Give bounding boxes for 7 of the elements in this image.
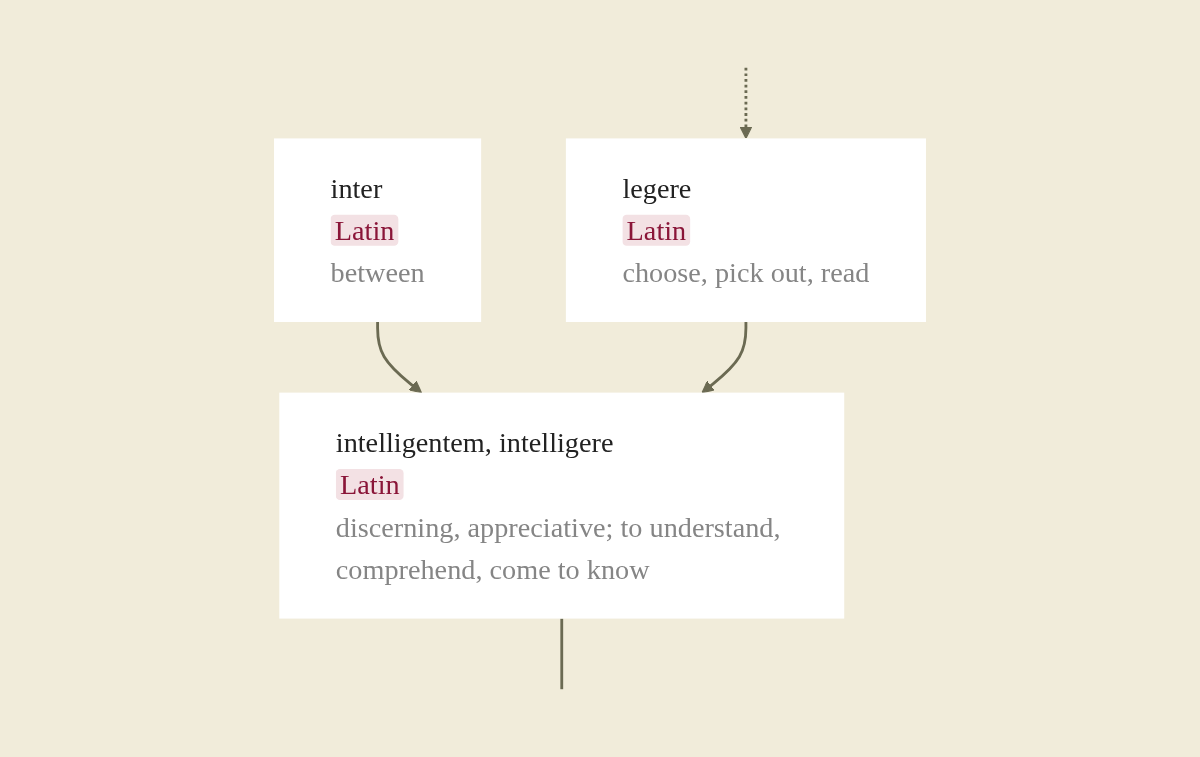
arrow — [376, 322, 422, 394]
connector — [560, 618, 564, 690]
node-box: inter Latin between — [274, 138, 482, 322]
node-box: intelligentem, intelligere Latin discerning, appreciative; to understand, comprehend, come to know — [279, 392, 845, 619]
arrow — [701, 322, 748, 394]
arrow — [739, 67, 753, 139]
node-box: legere Latin choose, pick out, read — [565, 138, 926, 322]
